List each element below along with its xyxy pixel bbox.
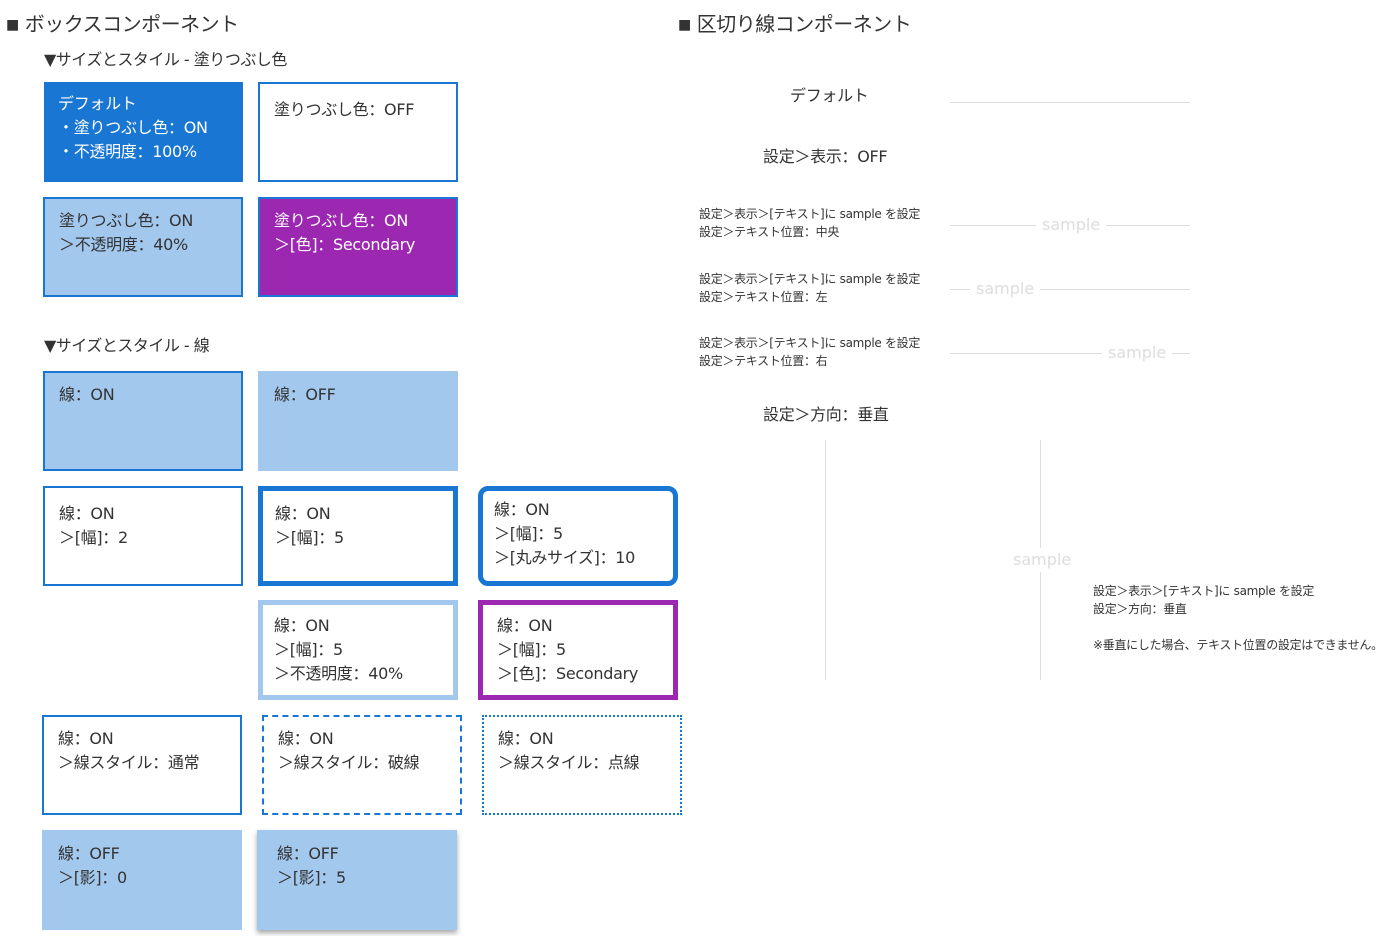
divider-center-text: sample (1036, 215, 1107, 235)
divider-vertical (825, 440, 826, 680)
box-line-opacity-40: 線：ON ＞[幅]：5 ＞不透明度：40% (258, 600, 458, 700)
box-width-5: 線：ON ＞[幅]：5 (258, 486, 458, 586)
box-style-dashed: 線：ON ＞線スタイル：破線 (262, 715, 462, 815)
divider-center-caption: 設定＞表示＞[テキスト]に sample を設定 設定＞テキスト位置：中央 (699, 207, 921, 239)
box-line-off: 線：OFF (258, 371, 458, 471)
box-fill-off: 塗りつぶし色：OFF (258, 82, 458, 182)
box-fill-on-secondary: 塗りつぶし色：ON ＞[色]：Secondary (258, 197, 458, 297)
box-style-solid: 線：ON ＞線スタイル：通常 (42, 715, 242, 815)
box-rounded: 線：ON ＞[幅]：5 ＞[丸みサイズ]：10 (478, 486, 678, 586)
divider-left (950, 289, 1190, 290)
divider-default-label: デフォルト (790, 86, 869, 105)
square-bullet-icon: ■ (6, 17, 19, 33)
fill-subtitle: ▼サイズとスタイル - 塗りつぶし色 (44, 50, 287, 69)
divider-display-off-label: 設定＞表示：OFF (763, 147, 888, 166)
divider-right-caption: 設定＞表示＞[テキスト]に sample を設定 設定＞テキスト位置：右 (699, 336, 921, 368)
square-bullet-icon: ■ (678, 17, 691, 33)
box-line-on: 線：ON (43, 371, 243, 471)
divider-vertical-label: 設定＞方向：垂直 (763, 405, 889, 424)
box-shadow-0: 線：OFF ＞[影]：0 (42, 830, 242, 930)
box-line-secondary: 線：ON ＞[幅]：5 ＞[色]：Secondary (478, 600, 678, 700)
line-subtitle: ▼サイズとスタイル - 線 (44, 336, 210, 355)
divider-default (950, 102, 1190, 103)
box-width-2: 線：ON ＞[幅]：2 (43, 486, 243, 586)
divider-right-text: sample (1102, 343, 1173, 363)
box-section-title: ■ボックスコンポーネント (6, 12, 239, 36)
box-style-dotted: 線：ON ＞線スタイル：点線 (482, 715, 682, 815)
box-default: デフォルト ・塗りつぶし色：ON ・不透明度：100% (44, 82, 243, 182)
divider-vertical-caption: 設定＞表示＞[テキスト]に sample を設定 設定＞方向：垂直 ※垂直にした… (1093, 584, 1383, 652)
divider-right (950, 353, 1190, 354)
divider-left-text: sample (970, 279, 1041, 299)
divider-section-title: ■区切り線コンポーネント (678, 12, 912, 36)
box-shadow-5: 線：OFF ＞[影]：5 (257, 830, 457, 930)
divider-left-caption: 設定＞表示＞[テキスト]に sample を設定 設定＞テキスト位置：左 (699, 272, 921, 304)
box-fill-on-opacity: 塗りつぶし色：ON ＞不透明度：40% (43, 197, 243, 297)
divider-vertical-text: sample (1007, 548, 1078, 572)
